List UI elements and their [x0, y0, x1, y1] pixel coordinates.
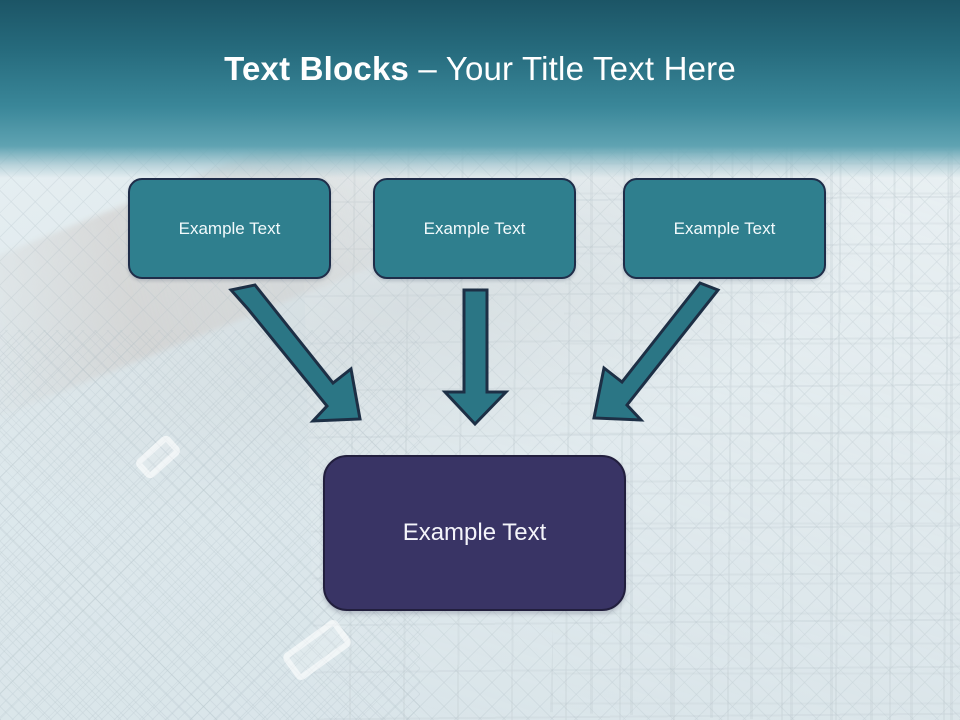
- summary-block[interactable]: Example Text: [323, 455, 626, 611]
- page-title-separator: –: [409, 50, 446, 87]
- summary-block-label: Example Text: [402, 519, 547, 546]
- text-block-3[interactable]: Example Text: [623, 178, 826, 279]
- text-block-3-label: Example Text: [673, 218, 776, 238]
- text-block-2-label: Example Text: [423, 218, 526, 238]
- text-block-2[interactable]: Example Text: [373, 178, 576, 279]
- page-title-bold: Text Blocks: [224, 50, 410, 87]
- page-title: Text Blocks – Your Title Text Here: [0, 48, 960, 90]
- page-title-normal: Your Title Text Here: [445, 50, 736, 87]
- text-block-1[interactable]: Example Text: [128, 178, 331, 279]
- text-block-1-label: Example Text: [178, 218, 281, 238]
